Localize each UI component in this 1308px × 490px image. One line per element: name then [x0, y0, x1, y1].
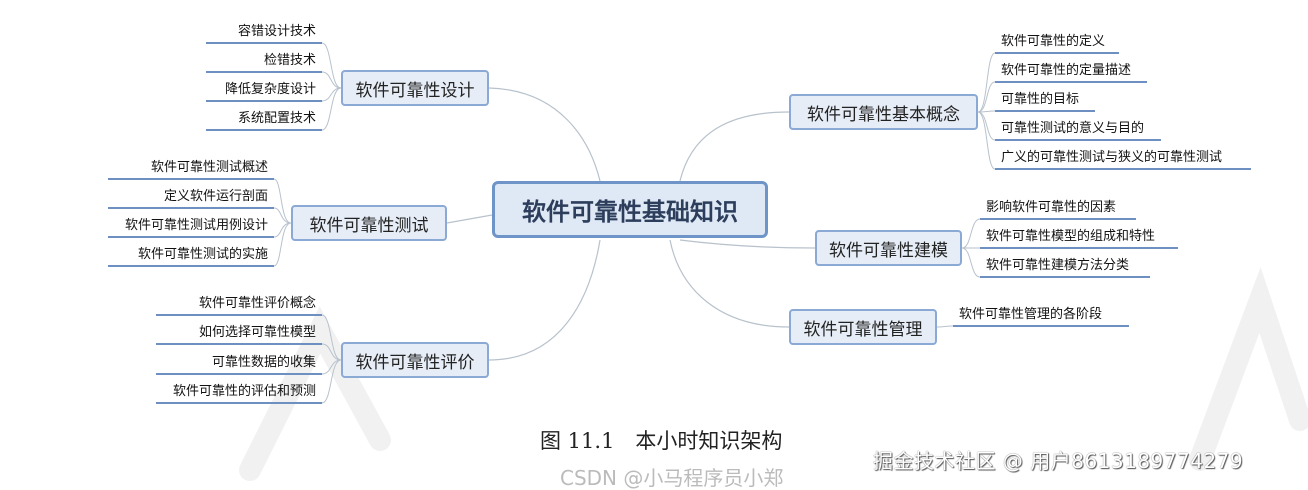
connector — [273, 222, 292, 238]
leaf-topic[interactable]: 软件可靠性建模方法分类 — [980, 256, 1150, 278]
connector — [321, 359, 342, 404]
branch-reliability-concepts[interactable]: 软件可靠性基本概念 — [789, 94, 978, 130]
leaf-topic[interactable]: 可靠性数据的收集 — [156, 353, 322, 375]
branch-reliability-management[interactable]: 软件可靠性管理 — [789, 309, 937, 345]
connector — [321, 359, 342, 375]
leaf-topic[interactable]: 降低复杂度设计 — [206, 80, 322, 102]
connector — [321, 42, 342, 89]
leaf-topic[interactable]: 检错技术 — [206, 51, 322, 73]
watermark: 掘金技术社区 @ 用户8613189774279 — [873, 449, 1244, 473]
branch-reliability-evaluation[interactable]: 软件可靠性评价 — [341, 342, 489, 378]
connector — [321, 71, 342, 89]
connector — [977, 81, 996, 113]
branch-reliability-design[interactable]: 软件可靠性设计 — [341, 70, 489, 106]
leaf-topic[interactable]: 软件可靠性测试概述 — [108, 158, 274, 180]
background-watermark-shape — [1189, 267, 1308, 471]
connector — [669, 239, 790, 328]
leaf-topic[interactable]: 可靠性测试的意义与目的 — [995, 119, 1161, 141]
leaf-topic[interactable]: 软件可靠性的评估和预测 — [156, 382, 322, 404]
connector — [977, 111, 996, 170]
leaf-topic[interactable]: 软件可靠性模型的组成和特性 — [980, 227, 1178, 249]
leaf-topic[interactable]: 软件可靠性测试的实施 — [108, 245, 274, 267]
leaf-topic[interactable]: 定义软件运行剖面 — [108, 187, 274, 209]
leaf-topic[interactable]: 软件可靠性测试用例设计 — [108, 216, 274, 238]
connector — [679, 239, 816, 249]
branch-reliability-testing[interactable]: 软件可靠性测试 — [291, 205, 447, 241]
background-watermark-shape — [239, 306, 391, 481]
connector — [273, 178, 292, 224]
leaf-topic[interactable]: 如何选择可靠性模型 — [156, 323, 322, 345]
connector — [273, 222, 292, 267]
connector — [446, 214, 493, 224]
watermark-faint: CSDN @小马程序员小郑 — [560, 466, 784, 490]
leaf-topic[interactable]: 软件可靠性的定义 — [995, 32, 1119, 54]
connector — [321, 87, 342, 102]
leaf-topic[interactable]: 广义的可靠性测试与狭义的可靠性测试 — [995, 148, 1251, 170]
leaf-topic[interactable]: 可靠性的目标 — [995, 90, 1095, 112]
connector — [488, 239, 601, 361]
figure-caption: 图 11.1 本小时知识架构 — [540, 429, 783, 453]
leaf-topic[interactable]: 软件可靠性管理的各阶段 — [953, 305, 1129, 327]
leaf-topic[interactable]: 软件可靠性的定量描述 — [995, 61, 1147, 83]
connector — [321, 314, 342, 361]
connector — [321, 87, 342, 131]
leaf-topic[interactable]: 容错设计技术 — [206, 22, 322, 44]
connector — [977, 52, 996, 113]
leaf-topic[interactable]: 软件可靠性评价概念 — [156, 294, 322, 316]
connector — [273, 207, 292, 224]
connector — [961, 218, 981, 249]
connector — [321, 343, 342, 361]
connector — [936, 325, 954, 328]
leaf-topic[interactable]: 系统配置技术 — [206, 109, 322, 131]
leaf-topic[interactable]: 影响软件可靠性的因素 — [980, 198, 1136, 220]
central-topic[interactable]: 软件可靠性基础知识 — [492, 181, 768, 238]
connector — [679, 111, 790, 182]
branch-reliability-modeling[interactable]: 软件可靠性建模 — [815, 230, 962, 266]
connector — [961, 247, 981, 278]
connector — [488, 87, 601, 182]
